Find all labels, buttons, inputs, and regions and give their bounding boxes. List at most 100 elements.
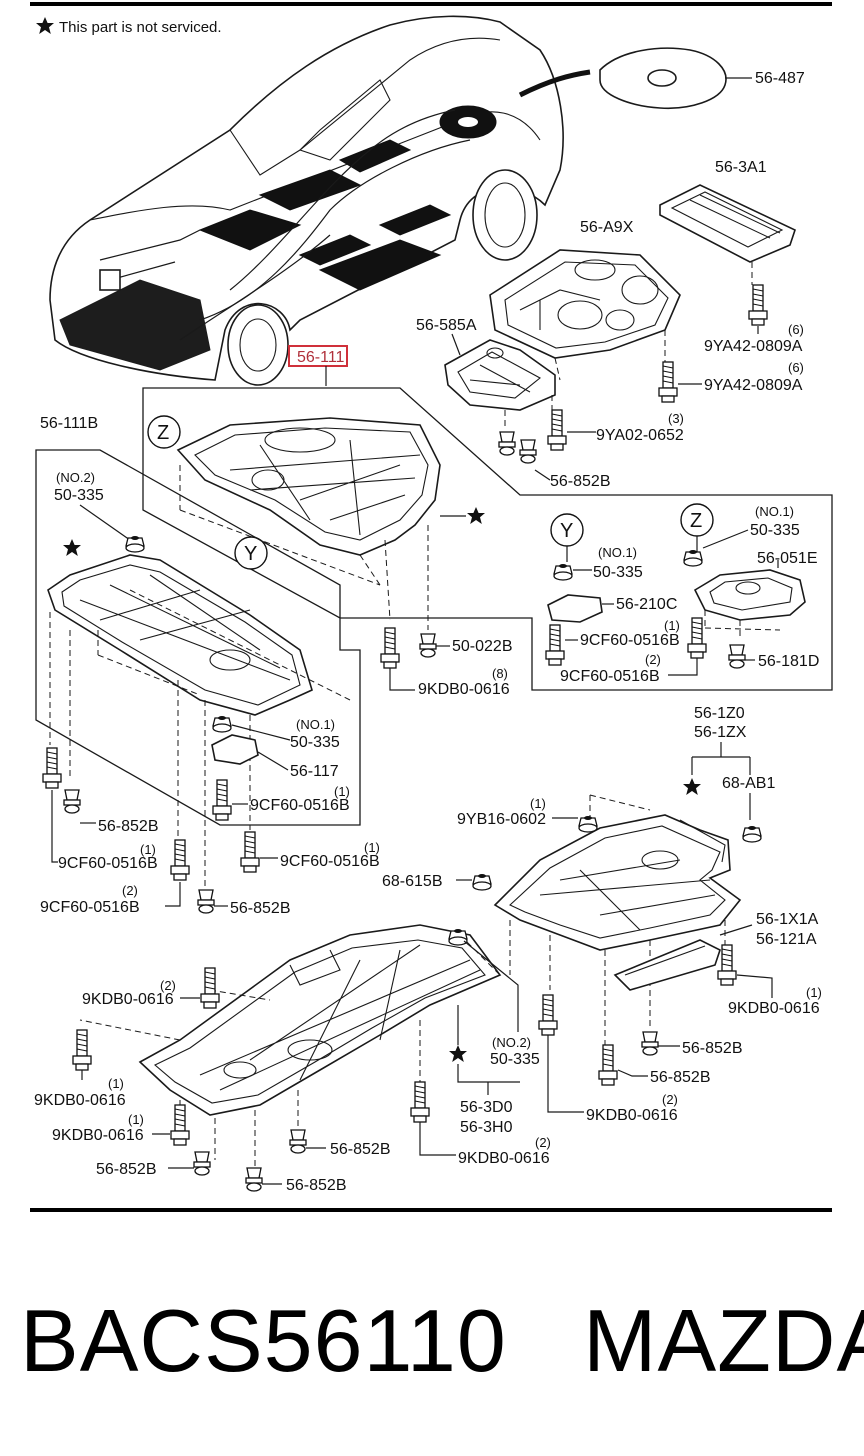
star-icon-56-1Z0 [683, 778, 701, 795]
bolt-9KDB0-l5 [72, 1029, 92, 1071]
footer-brand: MAZDA [583, 1291, 864, 1390]
clip-56-852B-r1 [641, 1031, 659, 1056]
qty-9YA42-0809A-b: (6) [788, 360, 804, 375]
callout-9CF60-0516B-b1: 9CF60-0516B [250, 797, 350, 814]
callout-9YA02-0652: 9YA02-0652 [596, 427, 684, 444]
qty-9KDB0-0616-l6: (1) [128, 1112, 144, 1127]
callout-9YB16-0602: 9YB16-0602 [457, 811, 546, 828]
qty-9KDB0-0616-b: (2) [535, 1135, 551, 1150]
callout-9CF60-0516B-l3: 9CF60-0516B [40, 899, 140, 916]
callout-56-852B-b1: 56-852B [330, 1141, 391, 1158]
callout-no2-c: (NO.2) [492, 1035, 531, 1050]
qty-9YB16-0602: (1) [530, 796, 546, 811]
part-56-210C [547, 594, 603, 623]
part-56-3D0 [79, 924, 502, 1175]
callout-56-A9X: 56-A9X [580, 219, 634, 236]
callout-56-852B-r2: 56-852B [650, 1069, 711, 1086]
qty-9CF60-0516B-l2: (1) [364, 840, 380, 855]
callout-50-335-y: 50-335 [593, 564, 643, 581]
callout-9CF60-0516B-y1: 9CF60-0516B [580, 632, 680, 649]
callout-9KDB0-0616-r2: 9KDB0-0616 [586, 1107, 678, 1124]
qty-9CF60-0516B-l3: (2) [122, 883, 138, 898]
callout-56-051E: 56-051E [757, 550, 818, 567]
callout-68-AB1: 68-AB1 [722, 775, 775, 792]
top-border [30, 2, 832, 6]
nut-50-335-y [553, 563, 573, 581]
callout-50-335-z: 50-335 [750, 522, 800, 539]
car-illustration [49, 15, 591, 386]
callout-68-615B: 68-615B [382, 873, 443, 890]
callout-9CF60-0516B-y2: 9CF60-0516B [560, 668, 660, 685]
clip-56-852B-l1 [63, 789, 81, 814]
view-marker-y-detail-label: Y [560, 520, 573, 542]
callout-9CF60-0516B-l1: 9CF60-0516B [58, 855, 158, 872]
star-icon-56-111B [63, 539, 81, 556]
callout-no2-a: (NO.2) [56, 470, 95, 485]
callout-9YA42-0809A-b: 9YA42-0809A [704, 377, 803, 394]
callout-56-585A: 56-585A [416, 317, 477, 334]
callout-56-3D0: 56-3D0 [460, 1099, 513, 1116]
callout-56-181D: 56-181D [758, 653, 819, 670]
star-icon-56-111 [467, 507, 485, 524]
note-star-icon [36, 17, 54, 34]
callout-56-111B: 56-111B [40, 415, 98, 432]
callout-56-3A1: 56-3A1 [715, 159, 767, 176]
callout-9KDB0-0616-r1: 9KDB0-0616 [728, 1000, 820, 1017]
callout-56-117: 56-117 [290, 763, 339, 780]
callout-50-335-b: 50-335 [290, 734, 340, 751]
callout-56-852B-b2: 56-852B [96, 1161, 157, 1178]
callout-56-111: 56-111 [297, 349, 345, 366]
view-marker-z-detail-label: Z [690, 510, 702, 532]
callout-56-852B-r1: 56-852B [682, 1040, 743, 1057]
clip-56-852B-top-b [519, 439, 537, 464]
callout-50-335-c: 50-335 [490, 1051, 540, 1068]
callout-no1-b: (NO.1) [296, 717, 335, 732]
qty-9YA42-0809A-a: (6) [788, 322, 804, 337]
part-56-3A1 [659, 184, 796, 285]
callout-56-852B-b3: 56-852B [286, 1177, 347, 1194]
view-marker-z-main [147, 415, 181, 449]
qty-9CF60-0516B-y1: (1) [664, 618, 680, 633]
bolt-9CF60-l1 [42, 747, 62, 789]
qty-9CF60-0516B-b1: (1) [334, 784, 350, 799]
bolt-9KDB0-b [410, 1081, 430, 1123]
callout-56-487: 56-487 [755, 70, 805, 87]
qty-9CF60-0516B-y2: (2) [645, 652, 661, 667]
part-56-051E [693, 569, 806, 640]
part-56-1Z0 [493, 794, 742, 1045]
qty-9KDB0-0616-r1: (1) [806, 985, 822, 1000]
clip-56-852B-top-a [498, 431, 516, 456]
callout-56-210C: 56-210C [616, 596, 677, 613]
clip-56-852B-b3 [245, 1167, 263, 1192]
callout-no1-z: (NO.1) [755, 504, 794, 519]
nut-50-335-z [683, 549, 703, 567]
footer-part-number: BACS56110 [20, 1291, 507, 1390]
bolt-9CF60-b1 [212, 779, 232, 821]
bolt-9CF60-l2 [240, 831, 260, 873]
part-56-111B [47, 554, 351, 888]
highlight-box-56-111 [288, 345, 348, 367]
bolt-9KDB0-r2b [538, 994, 558, 1036]
callout-9KDB0-0616-l5: 9KDB0-0616 [34, 1092, 126, 1109]
nut-50-335-b [212, 715, 232, 733]
part-56-487 [599, 47, 752, 110]
bolt-9YA02 [547, 409, 567, 451]
callout-56-1ZX: 56-1ZX [694, 724, 747, 741]
callout-56-121A: 56-121A [756, 931, 817, 948]
bolt-9CF60-l3 [170, 839, 190, 881]
callout-56-852B-top: 56-852B [550, 473, 611, 490]
part-56-1X1A [613, 939, 721, 991]
qty-9KDB0-0616-l4: (2) [160, 978, 176, 993]
part-56-A9X [489, 249, 681, 381]
callout-9KDB0-0616-mid: 9KDB0-0616 [418, 681, 510, 698]
nut-9YB16 [578, 815, 598, 833]
clip-56-181D [728, 644, 746, 669]
nut-50-335-a [125, 535, 145, 553]
callout-56-1Z0: 56-1Z0 [694, 705, 745, 722]
callout-9CF60-0516B-l2: 9CF60-0516B [280, 853, 380, 870]
bolt-9KDB0-r1 [717, 944, 737, 986]
callout-56-852B-l1: 56-852B [98, 818, 159, 835]
bolt-9YA42-a [748, 284, 768, 326]
nut-68-AB1 [742, 825, 762, 843]
